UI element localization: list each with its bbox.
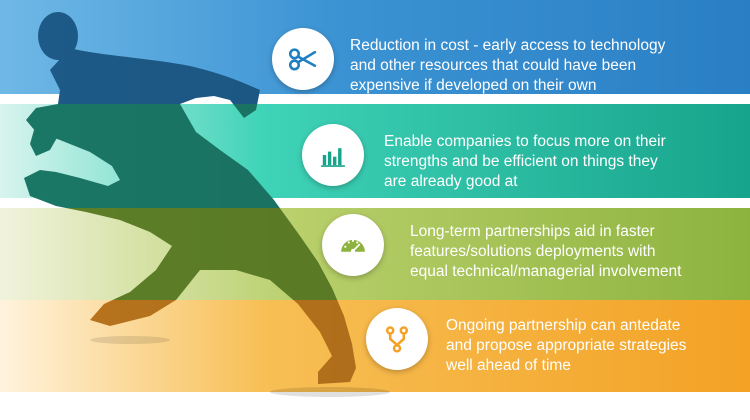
item-2-text: Enable companies to focus more on their … <box>384 133 666 190</box>
speedometer-icon <box>341 239 365 254</box>
bar-chart-icon <box>321 148 345 167</box>
item-3-text: Long-term partnerships aid in faster fea… <box>410 223 682 280</box>
speedometer-icon-circle <box>322 214 384 276</box>
item-4-text: Ongoing partnership can antedate and pro… <box>446 317 687 374</box>
item-1-text: Reduction in cost - early access to tech… <box>350 37 666 94</box>
bar-chart-icon-circle <box>302 124 364 186</box>
scissors-icon <box>288 48 317 71</box>
branch-icon <box>385 326 409 353</box>
scissors-icon-circle <box>272 28 334 90</box>
branch-icon-circle <box>366 308 428 370</box>
